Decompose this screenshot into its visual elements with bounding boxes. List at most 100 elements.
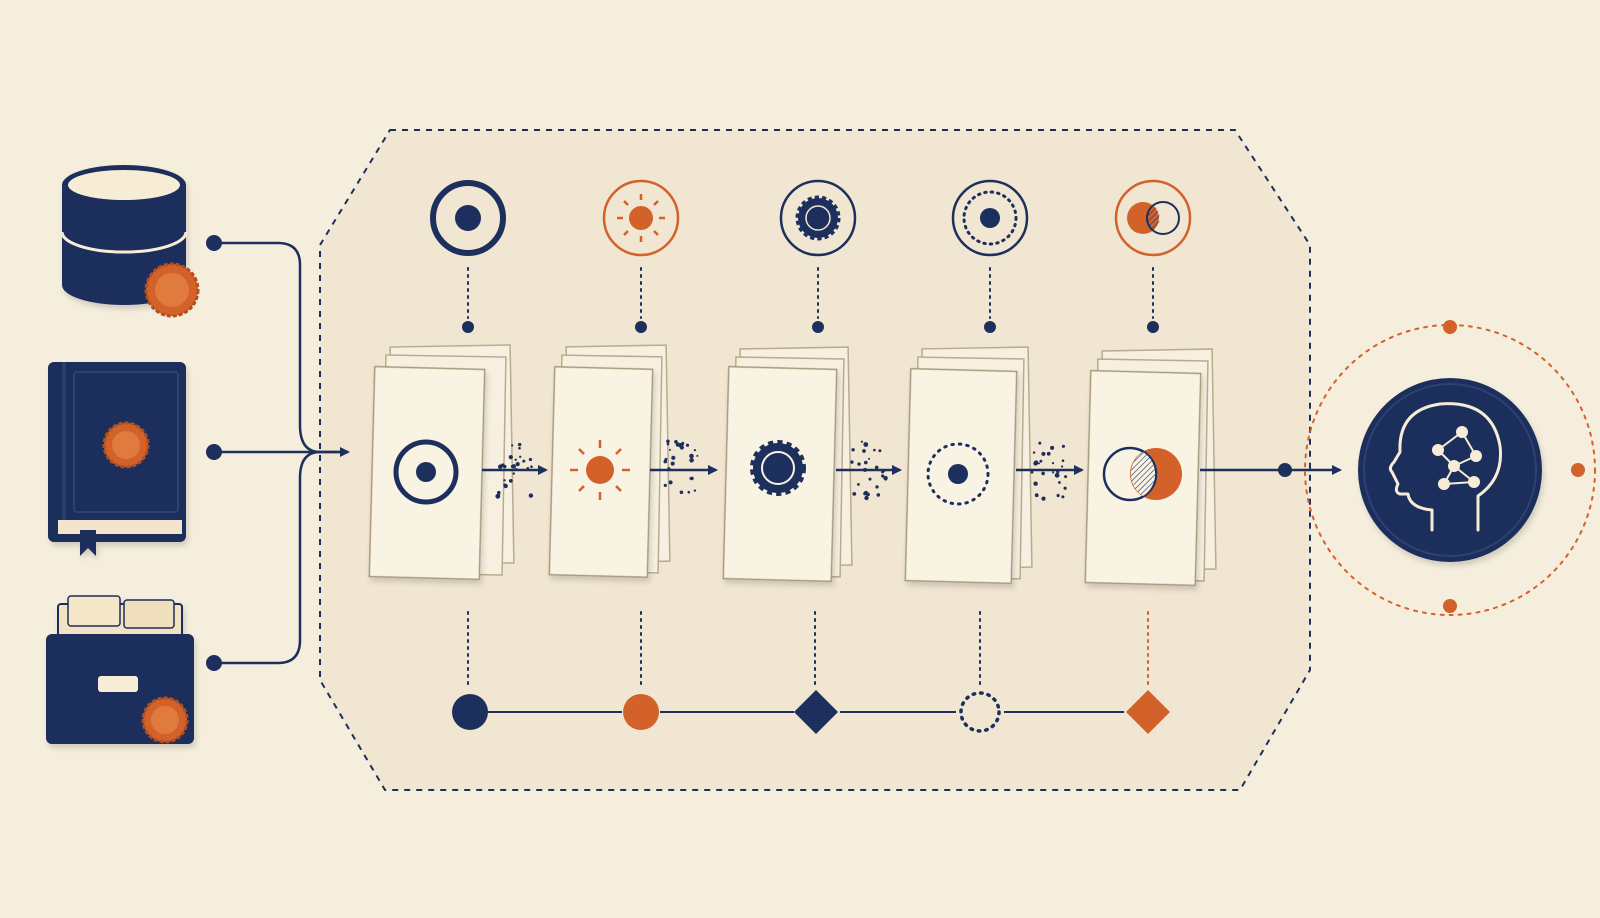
particle-dot (1050, 445, 1055, 450)
particle-dot (860, 440, 864, 443)
particle-dot (693, 489, 697, 492)
ring-dot-icon (393, 439, 459, 505)
seal-icon (144, 262, 200, 318)
particle-dot (668, 448, 671, 451)
particle-dot (693, 449, 697, 452)
particle-dot (689, 453, 694, 459)
particle-dot (863, 467, 867, 472)
overlap-circles-icon (1102, 446, 1182, 502)
card-stack (368, 344, 515, 581)
particle-dot (1032, 451, 1036, 454)
timeline-marker-dotted-circle (959, 691, 1001, 733)
particle-dot (667, 467, 671, 471)
seal-icon (102, 421, 150, 469)
card-stack (1084, 348, 1217, 587)
particle-dot (670, 461, 675, 466)
card-stack (904, 346, 1033, 585)
sun-icon (602, 179, 680, 257)
particle-dot (510, 465, 514, 468)
particle-dot (528, 493, 534, 498)
particle-dot (674, 440, 678, 444)
particle-dot (1061, 444, 1065, 448)
timeline-marker-circle (452, 694, 488, 730)
particle-dot (530, 465, 533, 469)
particle-dot (671, 455, 676, 460)
particle-dot (1046, 451, 1051, 456)
particle-dot (689, 477, 693, 480)
particle-dot (875, 485, 879, 489)
particle-dot (868, 477, 872, 481)
particle-dot (675, 442, 681, 447)
timeline-marker-diamond (1126, 690, 1170, 734)
particle-dot (1033, 460, 1039, 466)
particle-dot (884, 478, 887, 481)
particle-dot (528, 457, 533, 462)
card-stack (722, 346, 853, 583)
particle-dot (881, 470, 885, 474)
particle-dot (851, 448, 855, 452)
particle-dot (503, 483, 508, 489)
particle-dot (874, 465, 879, 470)
dotted-ring-icon (951, 179, 1029, 257)
particle-dot (1058, 481, 1061, 484)
particle-dot (514, 458, 517, 461)
particle-dot (668, 480, 673, 485)
particle-dot (511, 444, 514, 447)
particle-dot (519, 455, 522, 458)
particle-dot (1039, 459, 1043, 463)
particle-dot (1054, 472, 1060, 478)
particle-dot (857, 483, 860, 486)
badge-gear-icon (779, 179, 857, 257)
particle-dot (1052, 471, 1055, 474)
particle-dot (1061, 459, 1065, 463)
particle-dot (1061, 495, 1065, 499)
top-drop-dots (462, 321, 1159, 333)
particle-dot (1033, 481, 1038, 486)
source-connectors (214, 241, 350, 665)
particle-dot (1030, 470, 1034, 474)
particle-dot (1061, 465, 1064, 468)
card-stack (548, 344, 671, 579)
particle-dot (873, 448, 876, 452)
connector-node (206, 235, 222, 251)
badge-gear-icon (750, 440, 806, 496)
overlap-circles-icon (1114, 179, 1192, 257)
connector-node (206, 655, 222, 671)
particle-dot (876, 493, 881, 497)
particle-dot (883, 469, 886, 472)
particle-dot (857, 462, 861, 466)
particle-dot (515, 462, 520, 467)
particle-dot (863, 442, 869, 447)
particle-dot (1056, 493, 1060, 498)
particle-dot (1034, 493, 1039, 498)
particle-dot (1051, 462, 1055, 465)
particle-dot (687, 490, 691, 494)
particle-dot (501, 463, 505, 468)
particle-dots (495, 439, 1068, 501)
particle-dot (663, 459, 668, 464)
particle-dot (508, 479, 513, 483)
bottom-drop-lines (467, 611, 1149, 685)
particle-dot (666, 442, 670, 446)
particle-dot (518, 446, 521, 450)
timeline-marker-circle (623, 694, 659, 730)
particle-dot (1038, 441, 1042, 445)
sun-icon (570, 440, 630, 500)
particle-dot (508, 455, 513, 460)
particle-dot (503, 479, 506, 482)
particle-dot (685, 443, 690, 447)
particle-dot (526, 466, 530, 470)
particle-dot (850, 460, 854, 464)
particle-dot (1063, 486, 1067, 490)
particle-dot (522, 459, 526, 463)
seal-icon (141, 696, 189, 744)
particle-dot (512, 472, 515, 475)
particle-dot (696, 454, 699, 457)
particle-dot (1038, 462, 1040, 465)
particle-dot (518, 442, 522, 447)
particle-dot (666, 439, 670, 444)
top-drop-lines (467, 267, 1154, 319)
particle-dot (1064, 475, 1068, 479)
